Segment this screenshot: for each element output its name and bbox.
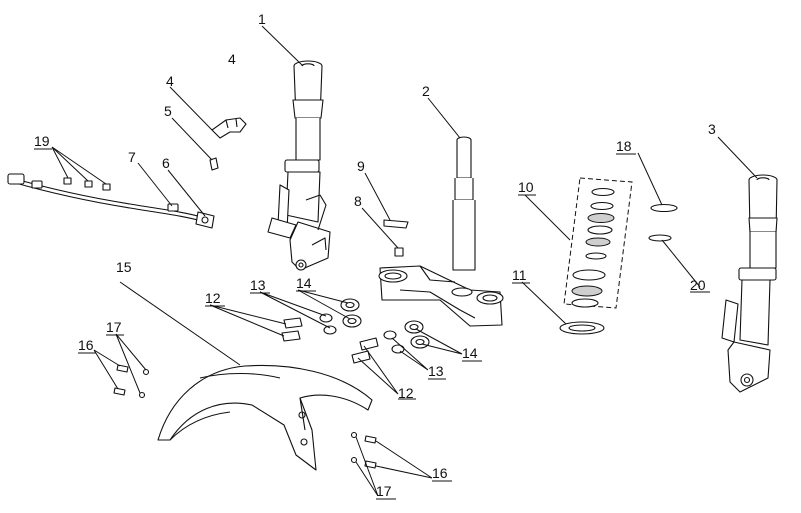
callout-13-left: 13	[250, 277, 266, 293]
callout-8: 8	[354, 193, 362, 209]
callout-7: 7	[128, 149, 136, 165]
callout-16-left: 16	[78, 337, 94, 353]
part-bearing-kit	[563, 177, 633, 309]
part-screws-right	[350, 431, 377, 469]
callout-1: 1	[258, 11, 266, 27]
part-bolt-8	[394, 247, 404, 257]
part-steering-stem	[378, 136, 504, 327]
callout-5: 5	[164, 103, 172, 119]
part-right-fork-tube	[721, 174, 778, 393]
callout-17-right: 17	[376, 483, 392, 499]
callout-14-left: 14	[296, 275, 312, 291]
part-speedometer-cable	[7, 173, 215, 229]
leader-lines	[51, 25, 758, 497]
callout-3: 3	[708, 121, 716, 137]
part-fasteners-left	[281, 298, 362, 342]
part-front-fender	[157, 364, 373, 471]
callout-11: 11	[512, 267, 527, 283]
callout-2: 2	[422, 83, 430, 99]
part-seal-ring	[559, 321, 605, 335]
callout-labels: 1 2 3 4 4 5 6 7 8 9 10 11 12 12 13 13 14…	[34, 11, 716, 499]
callout-19: 19	[34, 133, 50, 149]
part-clips-19	[63, 177, 111, 191]
callout-20: 20	[690, 277, 706, 293]
callout-14-right: 14	[462, 345, 478, 361]
part-bracket	[211, 117, 247, 139]
callout-18: 18	[616, 138, 632, 154]
part-washer-9	[383, 219, 409, 229]
callout-6: 6	[162, 155, 170, 171]
part-washer-20	[648, 234, 672, 242]
callout-16-right: 16	[432, 465, 448, 481]
callout-9: 9	[357, 158, 365, 174]
callout-13-right: 13	[428, 363, 444, 379]
callout-4: 4	[166, 73, 174, 89]
part-fasteners-right	[351, 320, 430, 364]
callout-4-title: 4	[228, 51, 236, 67]
callout-10: 10	[518, 179, 534, 195]
callout-17-left: 17	[106, 319, 122, 335]
callout-underlines	[34, 148, 710, 500]
callout-12-right: 12	[398, 385, 414, 401]
part-washer-18	[650, 203, 678, 213]
part-left-fork-tube	[267, 60, 331, 271]
callout-12-left: 12	[205, 290, 221, 306]
callout-15: 15	[116, 259, 132, 275]
part-screws-left	[113, 364, 150, 399]
part-screw-5	[209, 157, 219, 171]
